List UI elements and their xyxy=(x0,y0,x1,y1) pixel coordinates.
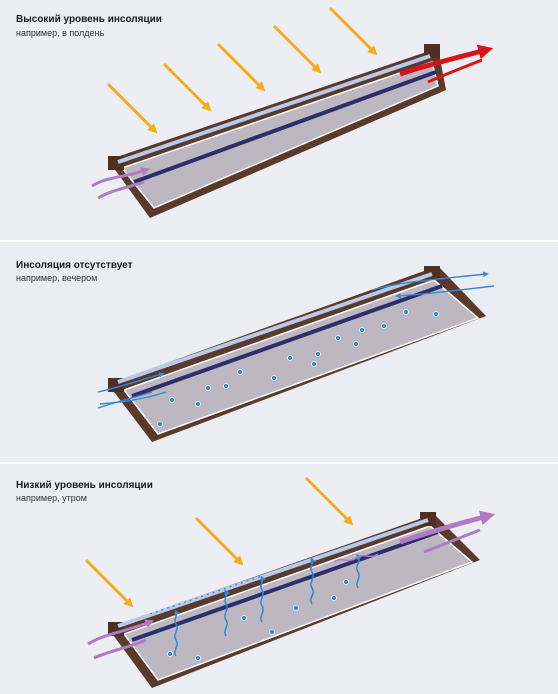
glass-cover xyxy=(117,518,429,628)
panel-no-insolation: Инсоляция отсутствует например, вечером xyxy=(0,242,558,462)
wave-arrow xyxy=(356,553,363,589)
condensation-streak xyxy=(149,575,263,615)
warm-air-outlet-arrow xyxy=(423,528,481,554)
droplet xyxy=(195,401,201,407)
collector-chamber xyxy=(122,279,480,435)
panel-separator xyxy=(0,462,558,464)
wave-arrow xyxy=(174,609,181,657)
sun-ray-arrow xyxy=(304,476,354,526)
panel-low-insolation: Низкий уровень инсоляции например, утром xyxy=(0,464,558,694)
sun-ray-arrow xyxy=(272,24,322,74)
frame-corner-right xyxy=(424,44,440,58)
warm-air-outlet-arrow xyxy=(399,510,496,545)
droplet xyxy=(237,369,243,375)
collector-low-graphic xyxy=(84,476,496,688)
panel-title: Инсоляция отсутствует xyxy=(16,260,133,271)
panel-title: Низкий уровень инсоляции xyxy=(16,480,153,491)
absorber-plate xyxy=(131,530,439,642)
sun-ray-arrow xyxy=(162,62,212,112)
frame-corner-left xyxy=(108,156,124,170)
hot-air-outlet-arrow xyxy=(427,58,483,84)
wave-arrow xyxy=(224,589,231,637)
collector-none-graphic xyxy=(97,266,495,442)
sun-ray-arrow xyxy=(194,516,244,566)
collector-chamber xyxy=(122,525,474,681)
droplet xyxy=(195,655,201,661)
droplet xyxy=(433,311,439,317)
droplet xyxy=(353,341,359,347)
droplet xyxy=(169,397,175,403)
glass-condensation xyxy=(149,575,263,615)
droplet xyxy=(223,383,229,389)
droplet xyxy=(403,309,409,315)
droplet xyxy=(167,651,173,657)
collector-chamber xyxy=(120,61,439,209)
cool-air-flows xyxy=(97,271,495,409)
sun-rays xyxy=(84,476,354,608)
droplet xyxy=(343,579,349,585)
droplet xyxy=(293,605,299,611)
panel-title: Высокий уровень инсоляции xyxy=(16,14,162,25)
cool-air-arrow xyxy=(371,271,489,291)
warm-air-inlet-arrow xyxy=(97,180,145,200)
sun-ray-arrow xyxy=(328,6,378,56)
collector-high-graphic xyxy=(91,6,494,218)
cool-air-arrow xyxy=(97,372,165,393)
warm-air-swirl xyxy=(333,553,379,563)
sun-rays xyxy=(106,6,378,134)
droplet xyxy=(311,361,317,367)
panel-high-insolation: Высокий уровень инсоляции например, в по… xyxy=(0,0,558,240)
droplet xyxy=(157,421,163,427)
droplet xyxy=(381,323,387,329)
droplet xyxy=(241,615,247,621)
evaporation-waves xyxy=(174,553,363,657)
hot-air-outlet-arrow xyxy=(399,44,494,77)
warm-air-inlet-arrow xyxy=(87,619,155,646)
warm-air-inlet-arrow xyxy=(93,638,147,660)
wave-arrow xyxy=(310,557,317,605)
sun-ray-arrow xyxy=(84,558,134,608)
sun-ray-arrow xyxy=(106,82,158,134)
glass-cover xyxy=(117,54,431,164)
droplet xyxy=(331,595,337,601)
droplet xyxy=(359,327,365,333)
droplet xyxy=(335,335,341,341)
absorber-plate xyxy=(133,70,437,184)
cool-air-arrow xyxy=(395,285,495,299)
cool-air-arrow xyxy=(97,391,153,409)
panel-separator xyxy=(0,240,558,242)
condensation-droplets xyxy=(167,579,349,661)
absorber-plate xyxy=(131,284,443,398)
sun-ray-arrow xyxy=(216,42,266,92)
panel-subtitle: например, утром xyxy=(16,493,87,503)
wave-arrow xyxy=(260,575,267,623)
glass-cover xyxy=(117,272,433,384)
panel-subtitle: например, вечером xyxy=(16,273,98,283)
warm-air-inlet-arrow xyxy=(91,167,151,188)
cool-air-arrow xyxy=(99,391,167,405)
panel-subtitle: например, в полдень xyxy=(16,28,105,38)
droplet xyxy=(287,355,293,361)
droplet xyxy=(271,375,277,381)
droplet xyxy=(205,385,211,391)
droplet xyxy=(315,351,321,357)
droplet xyxy=(269,629,275,635)
condensation-droplets xyxy=(157,309,439,427)
